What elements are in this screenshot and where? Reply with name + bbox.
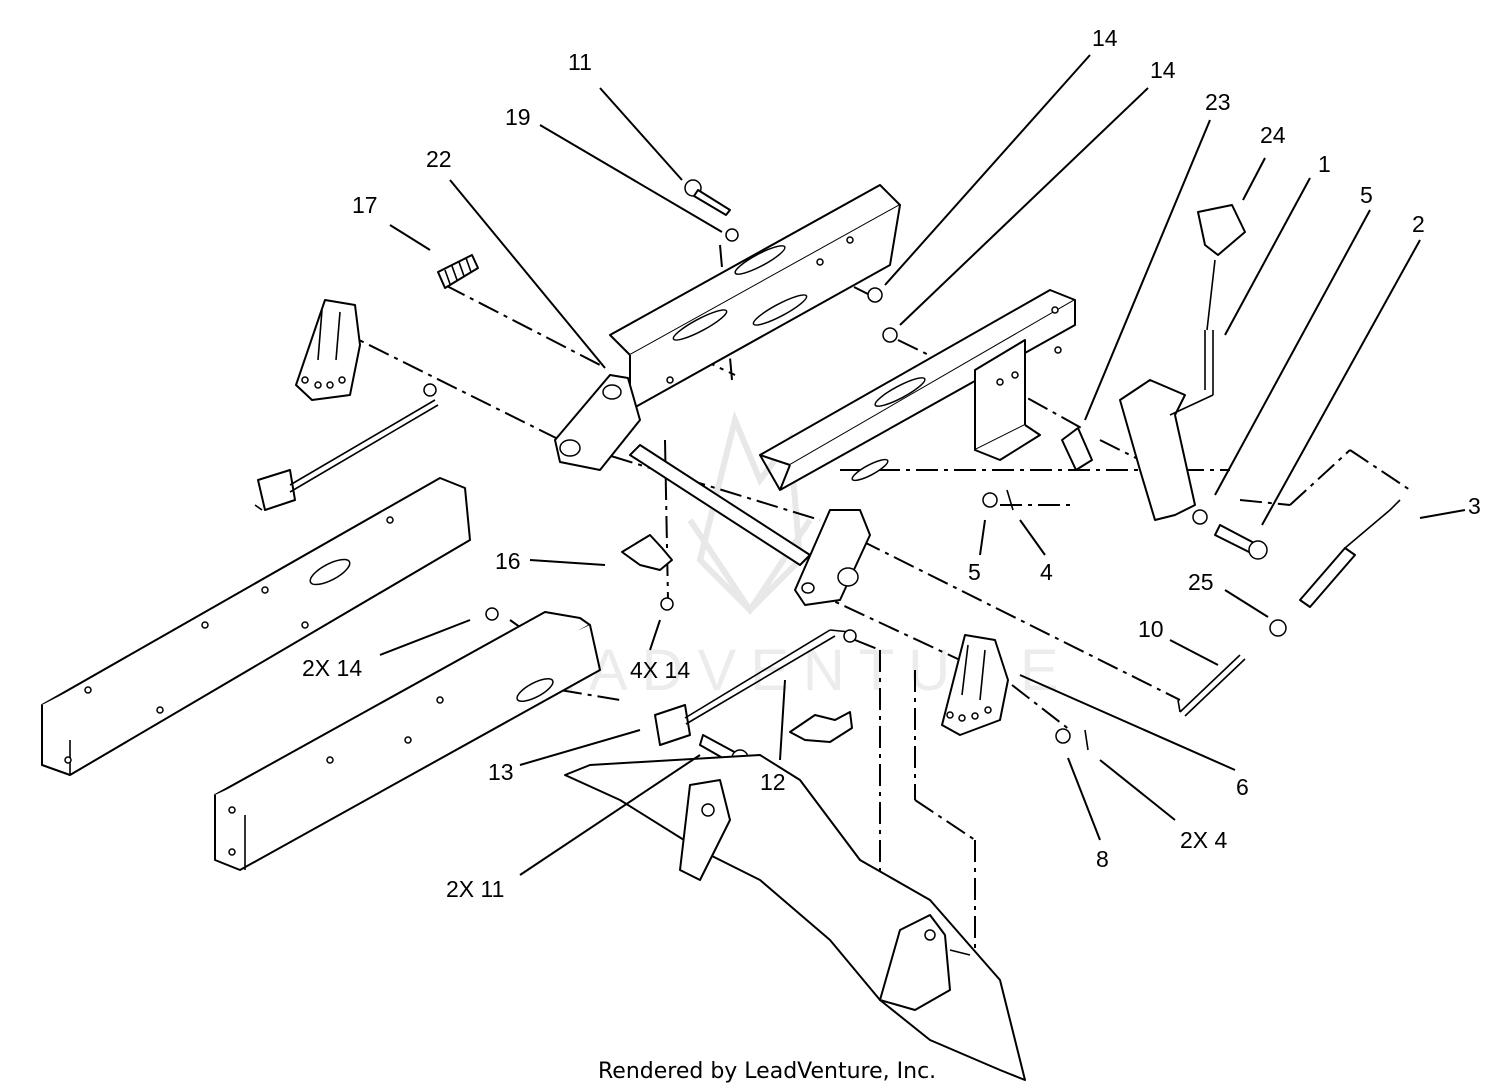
spacer-23 (1061, 427, 1093, 471)
right-channel (759, 289, 1076, 491)
strap-lower (789, 711, 853, 743)
callout-2x4: 2X 4 (1180, 827, 1228, 853)
callout-3: 3 (1468, 493, 1481, 519)
hardware (485, 287, 1287, 751)
callout-10: 10 (1138, 616, 1164, 642)
leader-lines (379, 54, 1466, 876)
rod-3 (1299, 499, 1401, 608)
callout-17: 17 (352, 192, 378, 218)
callout-5-upper: 5 (1360, 182, 1373, 208)
lower-frame-rail (214, 611, 601, 871)
deck-hanger (564, 754, 1026, 1081)
callout-4x14: 4X 14 (630, 657, 690, 683)
callout-11: 11 (568, 49, 592, 75)
callout-19: 19 (505, 104, 531, 130)
bolt-11-upper (684, 179, 731, 216)
callout-6: 6 (1236, 774, 1249, 800)
upper-channel (609, 184, 901, 411)
height-plate-right (941, 634, 1009, 736)
left-frame-rail (41, 477, 471, 776)
callout-1: 1 (1318, 151, 1331, 177)
callout-2: 2 (1412, 211, 1425, 237)
callout-14-b: 14 (1150, 57, 1176, 83)
callout-25: 25 (1188, 569, 1214, 595)
cross-shaft-assembly (554, 374, 871, 606)
footer-credit: Rendered by LeadVenture, Inc. (598, 1059, 936, 1084)
callout-14-a: 14 (1092, 25, 1118, 51)
callout-4: 4 (1040, 559, 1053, 585)
callout-2x14: 2X 14 (302, 655, 362, 681)
link-rod-12 (654, 629, 857, 746)
height-plate-left (295, 299, 361, 401)
bolt-2 (1214, 524, 1268, 560)
rod-10 (1177, 654, 1246, 717)
callout-8: 8 (1096, 846, 1109, 872)
callout-5-lower: 5 (968, 559, 981, 585)
lift-lever (1119, 204, 1246, 521)
callout-12: 12 (760, 769, 786, 795)
strap-16 (621, 534, 673, 571)
callout-13: 13 (488, 759, 514, 785)
callout-24: 24 (1260, 122, 1286, 148)
callout-23: 23 (1205, 89, 1231, 115)
callout-labels: 1 2 3 4 5 5 6 8 10 11 12 13 14 14 16 17 … (302, 25, 1481, 902)
callout-2x11: 2X 11 (446, 876, 504, 902)
link-rod-left (254, 383, 439, 511)
spring-17 (437, 254, 479, 289)
screw-19 (725, 228, 739, 242)
callout-16: 16 (495, 548, 521, 574)
assembly-lines (334, 244, 1411, 960)
callout-22: 22 (426, 146, 452, 172)
